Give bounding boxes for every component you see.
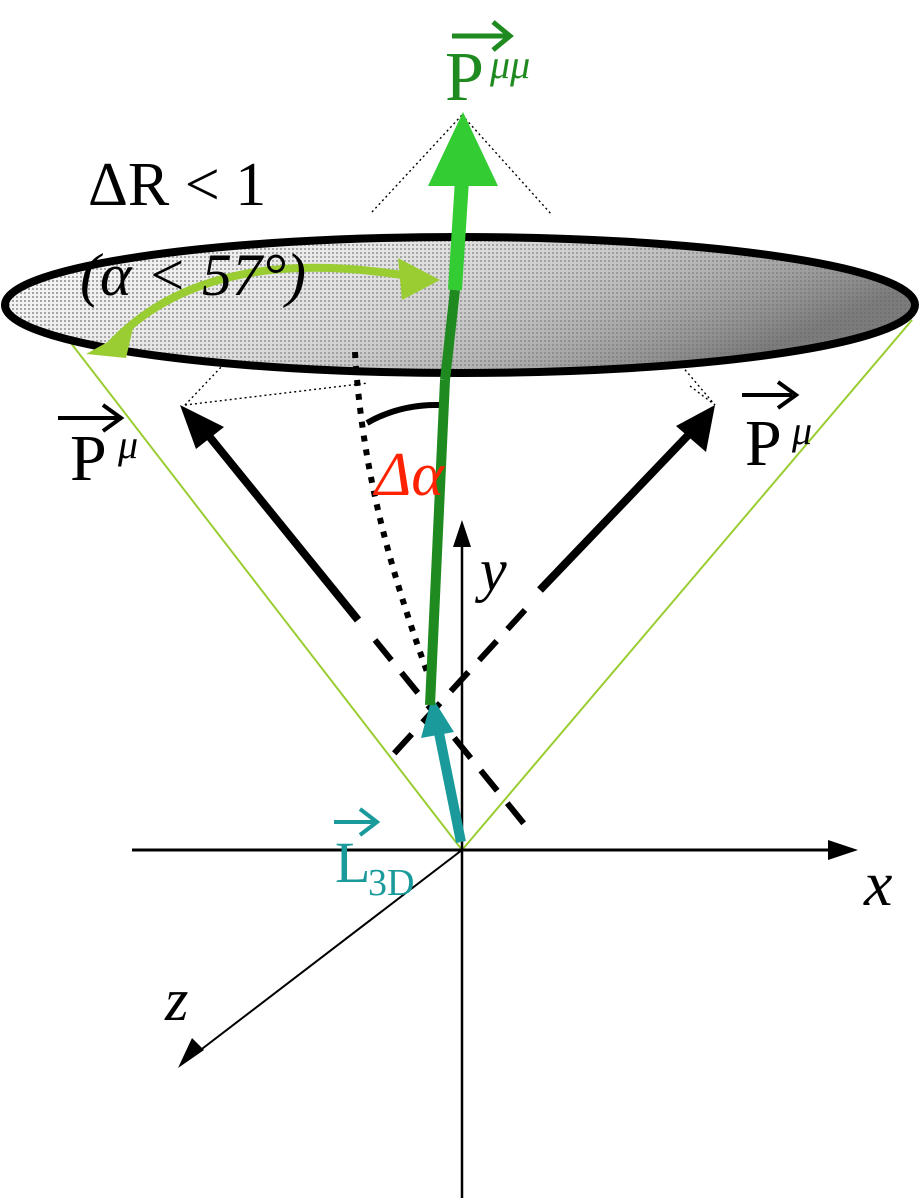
axis-z-label: z (164, 967, 188, 1033)
p-mu-right-symbol: P (745, 407, 782, 480)
z-axis (193, 849, 463, 1056)
dimuon-momentum-vector (425, 112, 498, 706)
alpha-arc (86, 258, 440, 358)
delta-r-cut-label: ΔR < 1 (88, 151, 266, 219)
l3d-subscript: 3D (368, 862, 414, 904)
coordinate-axes (132, 520, 858, 1198)
l3d-symbol: L (335, 830, 370, 895)
p-mu-right-subscript: μ (791, 408, 812, 453)
cone-edge-left (29, 289, 463, 851)
label-p-mu-right: P μ (742, 380, 812, 480)
alpha-cut-label: (α < 57°) (80, 242, 306, 308)
z-axis-arrowhead (178, 1038, 204, 1068)
label-p-mu-left: P μ (58, 403, 138, 495)
label-l3d: L 3D (334, 807, 414, 904)
muon-extension-lines (372, 607, 528, 827)
muon-vector-left (180, 405, 362, 623)
p-mumu-symbol: P (445, 39, 484, 116)
cone-edge-right (461, 319, 913, 851)
muon-vector-right (537, 405, 715, 593)
delta-alpha-arc (365, 401, 441, 426)
dotted-reference-line (352, 351, 433, 682)
label-p-mumu: P μμ (445, 20, 530, 116)
x-axis-arrowhead (828, 840, 858, 860)
delta-r-disk (1, 233, 919, 377)
p-mumu-subscript: μμ (489, 42, 530, 87)
delta-alpha-label: Δα (372, 441, 445, 509)
p-mu-left-subscript: μ (117, 422, 138, 467)
y-axis-arrowhead (453, 520, 471, 547)
axis-y-label: y (474, 537, 507, 603)
axis-x-label: x (863, 848, 892, 919)
p-mu-left-symbol: P (70, 422, 107, 495)
decay-length-vector (421, 697, 466, 843)
